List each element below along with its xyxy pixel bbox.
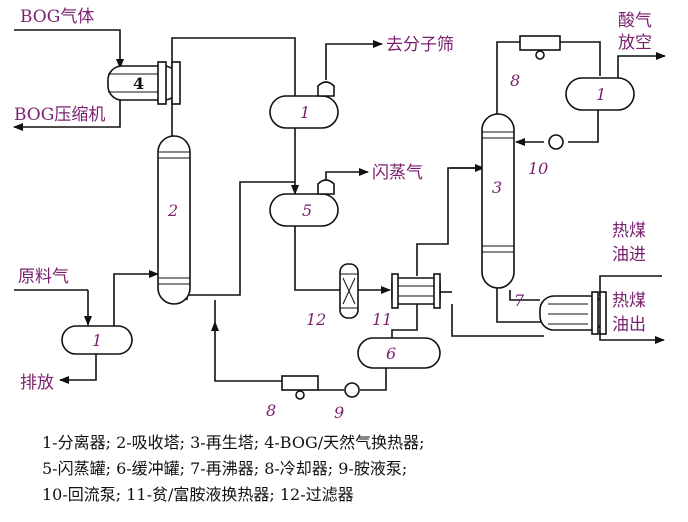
cooler-8-bottom [281, 375, 319, 400]
bog-exchanger-4 [107, 61, 181, 105]
num-separator-top: 1 [300, 103, 310, 122]
num-reflux-pump: 10 [528, 159, 548, 178]
filter-12 [339, 263, 359, 319]
label-to-mol-sieve: 去分子筛 [386, 35, 454, 55]
num-flash-tank: 5 [302, 201, 312, 220]
amine-pump-9 [344, 382, 360, 398]
reboiler-7 [539, 291, 607, 335]
separator-1-right [565, 77, 635, 111]
label-acid-gas-1: 酸气 [618, 11, 652, 31]
num-reboiler: 7 [514, 291, 525, 310]
surge-tank-6 [357, 337, 441, 369]
label-heat-oil-out-2: 油出 [612, 315, 646, 335]
separator-1-top [269, 81, 339, 129]
separator-1-left [61, 325, 133, 355]
label-acid-gas-2: 放空 [618, 33, 652, 53]
num-filter: 12 [306, 310, 326, 329]
num-regenerator: 3 [492, 178, 502, 197]
label-bog-compressor: BOG压缩机 [14, 105, 105, 125]
label-heat-oil-in-1: 热煤 [612, 221, 646, 241]
num-cooler-top: 8 [510, 71, 520, 90]
num-surge-tank: 6 [386, 344, 396, 363]
label-heat-oil-in-2: 油进 [612, 245, 646, 265]
flash-tank-5 [269, 179, 339, 227]
label-bog-gas: BOG气体 [20, 7, 94, 27]
num-bog-exchanger: 4 [133, 74, 144, 93]
label-drain: 排放 [20, 373, 54, 393]
num-lean-rich-exchanger: 11 [372, 310, 392, 329]
label-flash-gas: 闪蒸气 [372, 163, 423, 183]
pipe-network [13, 29, 666, 391]
num-amine-pump: 9 [334, 403, 344, 422]
num-cooler-bottom: 8 [266, 401, 276, 420]
legend-line-2: 5-闪蒸罐; 6-缓冲罐; 7-再沸器; 8-冷却器; 9-胺液泵; [42, 459, 407, 478]
reflux-pump-10 [548, 134, 564, 150]
label-heat-oil-out-1: 热煤 [612, 291, 646, 311]
num-separator-left: 1 [92, 331, 102, 350]
label-feed-gas: 原料气 [18, 267, 69, 287]
absorber-2 [157, 135, 191, 305]
lean-rich-exchanger-11 [391, 273, 441, 309]
num-separator-right: 1 [596, 85, 606, 104]
legend-line-3: 10-回流泵; 11-贫/富胺液换热器; 12-过滤器 [42, 485, 354, 504]
regenerator-3 [481, 113, 515, 289]
cooler-8-top [519, 35, 561, 60]
legend-line-1: 1-分离器; 2-吸收塔; 3-再生塔; 4-BOG/天然气换热器; [42, 433, 425, 452]
num-absorber: 2 [167, 201, 178, 220]
